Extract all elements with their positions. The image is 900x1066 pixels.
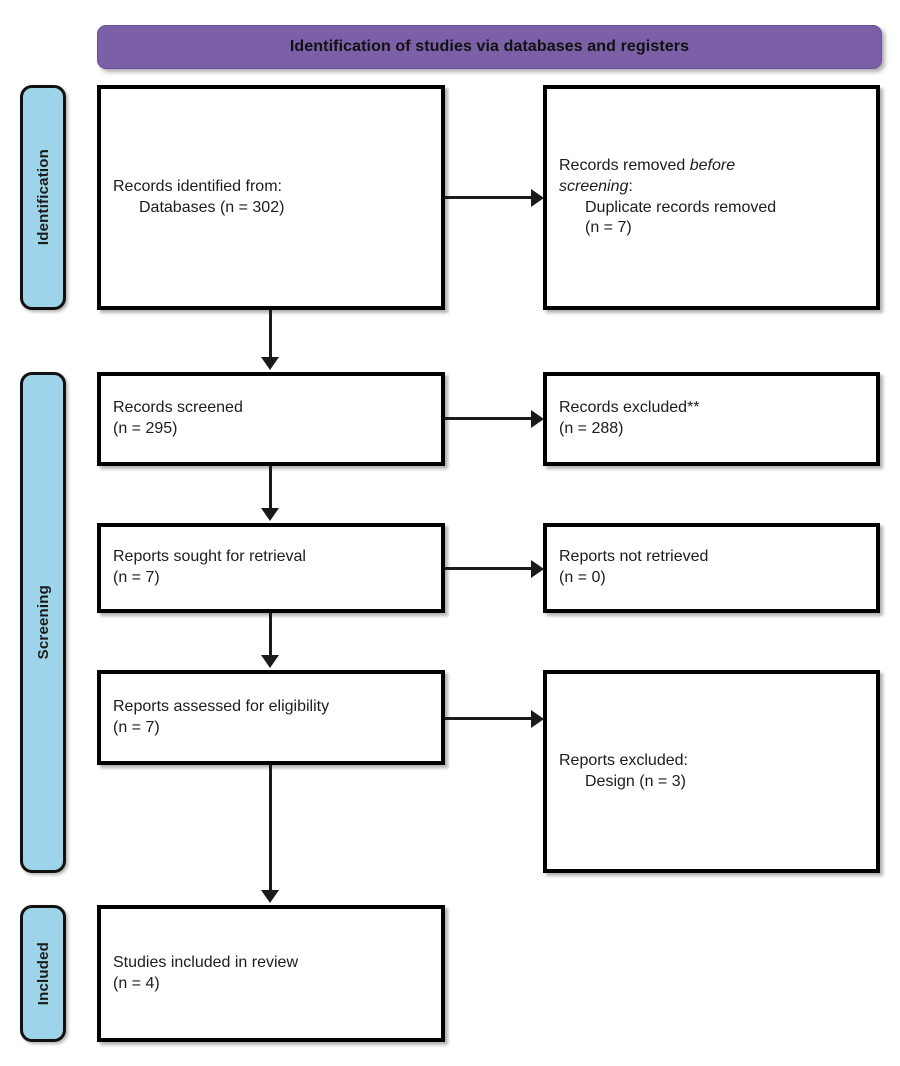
studies-included-line-1: Studies included in review [113,953,298,971]
stage-bar-included: Included [20,905,66,1042]
arrow-head-right-icon [531,560,544,578]
reports-not-retrieved-line-2: (n = 0) [559,569,606,586]
box-records-excluded: Records excluded** (n = 288) [543,372,880,466]
box-studies-included: Studies included in review (n = 4) [97,905,445,1042]
reports-excluded-line-1: Reports excluded: [559,751,688,769]
connector-identified-to-screened [269,310,272,359]
reports-assessed-line-2: (n = 7) [113,718,160,736]
banner-title: Identification of studies via databases … [289,38,690,55]
diagram-banner: Identification of studies via databases … [97,25,882,69]
box-records-screened: Records screened (n = 295) [97,372,445,466]
box-records-removed: Records removed before screening: Duplic… [543,85,880,310]
connector-screened-to-excluded [445,417,533,420]
stage-label-identification: Identification [34,149,52,246]
records-removed-line-4: (n = 7) [585,219,632,237]
arrow-head-down-icon [261,655,279,668]
records-removed-text-colon: : [628,177,633,195]
connector-sought-to-not-retrieved [445,567,533,570]
arrow-head-right-icon [531,410,544,428]
records-screened-line-1: Records screened [113,399,243,417]
records-removed-line-1: Records removed before [559,156,864,177]
records-identified-line-2: Databases (n = 302) [139,198,285,216]
box-reports-not-retrieved: Reports not retrieved (n = 0) [543,523,880,613]
reports-sought-line-1: Reports sought for retrieval [113,548,306,566]
arrow-head-right-icon [531,710,544,728]
records-excluded-line-2: (n = 288) [559,420,624,437]
box-records-identified: Records identified from: Databases (n = … [97,85,445,310]
connector-assessed-to-included [269,765,272,892]
connector-sought-to-assessed [269,613,272,657]
arrow-head-down-icon [261,508,279,521]
records-excluded-line-1: Records excluded** [559,399,700,417]
reports-excluded-line-2: Design (n = 3) [585,772,686,790]
arrow-head-down-icon [261,890,279,903]
records-removed-line-3: Duplicate records removed [585,198,777,216]
records-identified-line-1: Records identified from: [113,177,282,195]
connector-assessed-to-reports-excluded [445,717,533,720]
box-reports-sought: Reports sought for retrieval (n = 7) [97,523,445,613]
box-reports-assessed: Reports assessed for eligibility (n = 7) [97,670,445,765]
arrow-head-down-icon [261,357,279,370]
records-removed-text-screening: screening [559,177,629,195]
connector-identified-to-removed [445,196,533,199]
connector-screened-to-sought [269,466,272,510]
records-screened-line-2: (n = 295) [113,420,178,437]
box-reports-excluded-reasons: Reports excluded: Design (n = 3) [543,670,880,873]
studies-included-line-2: (n = 4) [113,974,160,992]
arrow-head-right-icon [531,189,544,207]
records-removed-text-before: before [689,156,736,174]
stage-bar-screening: Screening [20,372,66,873]
records-removed-text-a: Records removed [559,156,690,174]
stage-bar-identification: Identification [20,85,66,310]
reports-sought-line-2: (n = 7) [113,569,160,586]
reports-assessed-line-1: Reports assessed for eligibility [113,697,330,715]
stage-label-screening: Screening [34,585,52,660]
reports-not-retrieved-line-1: Reports not retrieved [559,548,709,566]
stage-label-included: Included [34,941,52,1006]
records-removed-line-2: screening: [559,177,864,198]
